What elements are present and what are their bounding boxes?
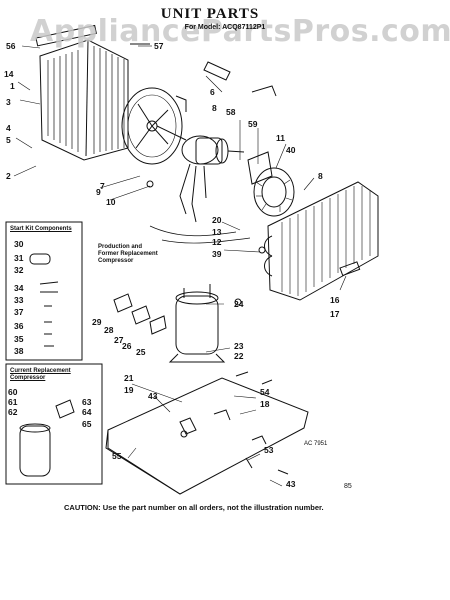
callout-3: 3 [6,97,11,107]
fan-motor [179,135,245,223]
callout-43: 43 [148,391,158,401]
callout-4: 4 [6,123,11,133]
model-subtitle: For Model: ACQ87112P1 [184,24,266,31]
callout-36: 36 [14,321,24,331]
callout-40: 40 [286,145,296,155]
callout-14: 14 [4,69,14,79]
callout-8: 8 [212,103,217,113]
diagram-title: UNIT PARTS [160,6,260,22]
callout-33: 33 [14,295,24,305]
callout-24: 24 [234,299,244,309]
callout-2: 2 [6,171,11,181]
callout-57: 57 [154,41,164,51]
callout-27: 27 [114,335,124,345]
callout-60: 60 [8,387,18,397]
callout-64: 64 [82,407,92,417]
blower-wheel [247,151,295,217]
current-compressor-box [5,363,103,485]
callout-11: 11 [276,133,285,143]
callout-6: 6 [210,87,215,97]
callout-38: 38 [14,346,24,356]
evaporator-coil [264,181,379,301]
callout-21: 21 [124,373,134,383]
callout-12: 12 [212,237,222,247]
start-kit-title: Start Kit Components [10,226,72,232]
callout-63: 63 [82,397,92,407]
callout-34: 34 [14,283,24,293]
callout-5: 5 [6,135,11,145]
callout-19: 19 [124,385,134,395]
current-replacement-title: Current Replacement Compressor [10,368,71,381]
callout-58: 58 [226,107,236,117]
drawing-code: AC 7951 [304,441,328,447]
callout-54: 54 [260,387,270,397]
callout-59: 59 [248,119,258,129]
callout-32: 32 [14,265,24,275]
production-compressor-note: Production and Former Replacement Compre… [98,244,158,264]
callout-13: 13 [212,227,222,237]
callout-17: 17 [330,309,340,319]
callout-56: 56 [6,41,16,51]
callout-30: 30 [14,239,24,249]
callout-65: 65 [82,419,92,429]
callout-26: 26 [122,341,132,351]
callout-31: 31 [14,253,24,263]
callout-16: 16 [330,295,340,305]
callout-1: 1 [10,81,15,91]
callout-10: 10 [106,197,116,207]
start-kit-box [5,221,83,361]
callout-18: 18 [260,399,270,409]
callout-35: 35 [14,334,24,344]
callout-43b: 43 [286,479,296,489]
callout-25: 25 [136,347,146,357]
compressor [168,284,226,363]
callout-53: 53 [264,445,274,455]
callout-29: 29 [92,317,102,327]
page-code: 85 [344,483,352,490]
base-pan [105,377,309,495]
caution-note: CAUTION: Use the part number on all orde… [64,503,324,512]
fan-blade [121,87,187,165]
callout-8b: 8 [318,171,323,181]
callout-23: 23 [234,341,244,351]
callout-9: 9 [96,187,101,197]
replacement-compressor [19,399,75,477]
condenser-coil [35,24,150,161]
callout-20: 20 [212,215,222,225]
callout-28: 28 [104,325,114,335]
callout-61: 61 [8,397,18,407]
callout-37: 37 [14,307,24,317]
callout-39: 39 [212,249,222,259]
callout-7: 7 [100,181,105,191]
callout-55: 55 [112,451,122,461]
callout-62: 62 [8,407,18,417]
callout-22: 22 [234,351,244,361]
